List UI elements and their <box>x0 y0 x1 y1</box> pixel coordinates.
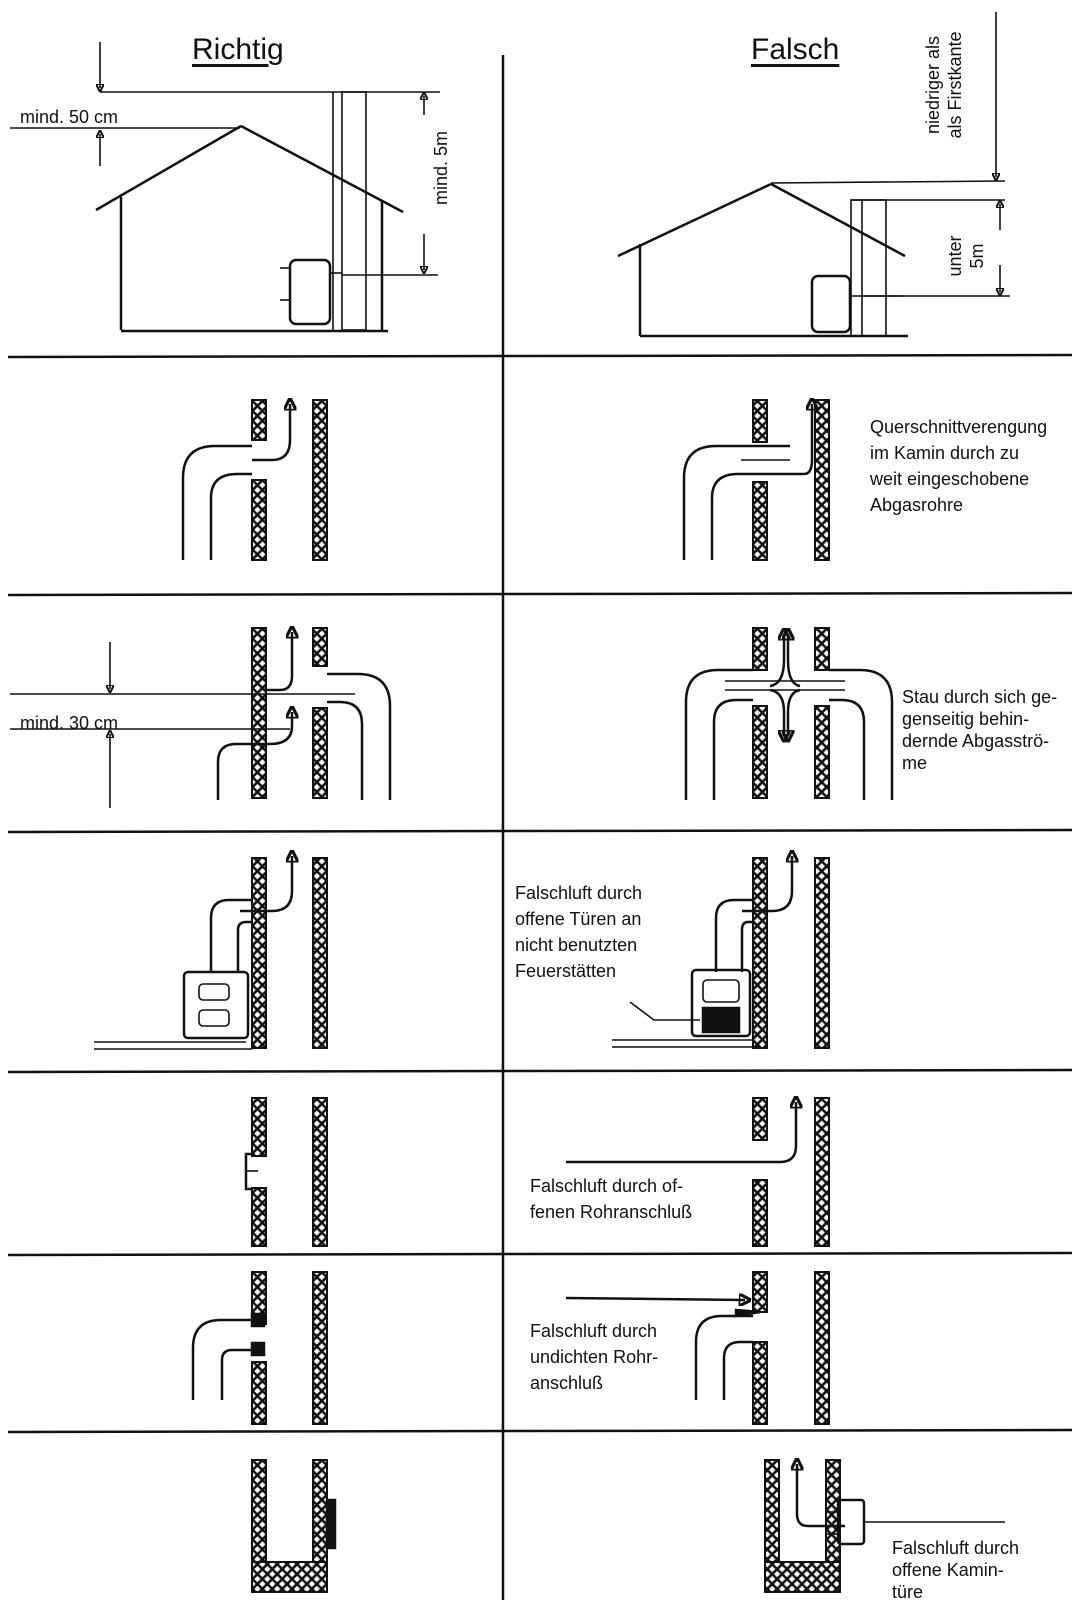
stove-incorrect <box>612 856 830 1049</box>
house-correct <box>10 42 440 333</box>
flue-correct-row3 <box>10 628 392 808</box>
note-falschluft-undicht: Falschluft durch undichten Rohr- anschlu… <box>530 1321 659 1393</box>
flue-incorrect-row5 <box>566 1098 830 1247</box>
stove-correct <box>94 856 328 1050</box>
header-richtig: Richtig <box>192 33 284 66</box>
label-min-5m: mind. 5m <box>431 130 451 206</box>
label-min-50cm: mind. 50 cm <box>20 107 119 127</box>
flue-incorrect-row2 <box>682 400 830 561</box>
flue-correct-row2 <box>181 400 328 561</box>
label-min-30cm: mind. 30 cm <box>20 713 119 733</box>
note-falschluft-tueren: Falschluft durch offene Türen an nicht b… <box>515 883 643 981</box>
row-separators <box>7 353 1073 1434</box>
note-falschluft-rohranschluss: Falschluft durch of- fenen Rohranschluß <box>530 1176 693 1222</box>
flue-correct-row5 <box>244 1097 328 1247</box>
house-incorrect <box>617 12 1010 338</box>
flue-incorrect-row7 <box>764 1460 1005 1593</box>
label-niedriger-als-firstkante: niedriger als als Firstkante <box>923 31 965 139</box>
note-falschluft-kamintuere: Falschluft durch offene Kamin- türe <box>892 1538 1020 1602</box>
label-unter-5m: unter 5m <box>945 235 987 277</box>
header-falsch: Falsch <box>751 33 840 66</box>
flue-correct-row6 <box>191 1271 328 1425</box>
flue-incorrect-row6 <box>565 1271 830 1425</box>
flue-incorrect-row3 <box>684 627 894 800</box>
note-querschnittverengung: Querschnittverengung im Kamin durch zu w… <box>870 417 1048 515</box>
note-stau-abgasstroeme: Stau durch sich ge- genseitig behin- der… <box>902 687 1058 773</box>
flue-correct-row7 <box>251 1459 337 1593</box>
